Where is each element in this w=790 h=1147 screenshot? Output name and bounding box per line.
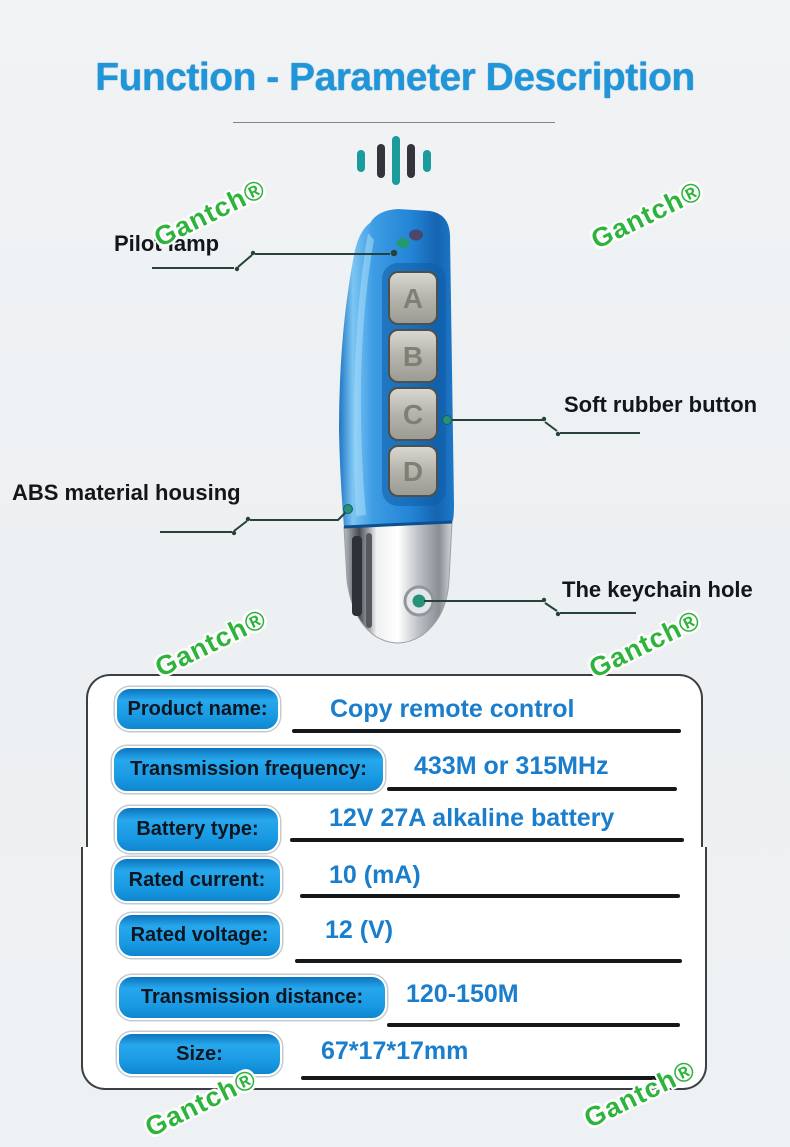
- spec-label: Battery type:: [136, 818, 259, 840]
- abs-housing-callout-line: [160, 504, 353, 536]
- title-divider: [233, 122, 555, 123]
- spec-underline: [300, 894, 680, 898]
- spec-label-pill: Size:: [117, 1032, 282, 1076]
- spec-value: 12 (V): [325, 916, 394, 944]
- spec-label-pill: Rated current:: [112, 857, 282, 903]
- page-title: Function - Parameter Description: [95, 56, 695, 99]
- spec-label: Size:: [176, 1042, 223, 1065]
- callout-lines: [152, 249, 640, 617]
- pilot-lamp-callout-line: [152, 249, 398, 272]
- spec-underline: [290, 838, 684, 842]
- button-a-label: A: [403, 283, 423, 314]
- spec-label: Transmission frequency:: [130, 758, 367, 780]
- button-d-rect: [388, 445, 438, 497]
- spec-underline: [295, 959, 682, 963]
- spec-label: Rated voltage:: [130, 924, 269, 946]
- spec-underline: [387, 1023, 680, 1027]
- spec-underline: [292, 729, 681, 733]
- spec-value: 67*17*17mm: [321, 1037, 469, 1065]
- remote-buttons: A B C D: [388, 271, 438, 497]
- pilot-lamp-led: [396, 238, 410, 248]
- spec-underline: [387, 787, 677, 791]
- spec-underline: [301, 1076, 675, 1080]
- button-b: [388, 329, 438, 383]
- remote-highlight: [353, 233, 374, 516]
- spec-label-pill: Battery type:: [115, 806, 280, 853]
- button-b-label: B: [403, 341, 423, 372]
- spec-label-pill: Rated voltage:: [117, 913, 282, 958]
- button-a: [388, 271, 438, 325]
- soft-rubber-callout-line: [442, 415, 640, 437]
- pilot-lamp-lens: [409, 229, 423, 241]
- keychain-hole-label: The keychain hole: [562, 577, 753, 602]
- keychain-hole-dot: [412, 594, 426, 608]
- spec-label-pill: Product name:: [115, 687, 280, 731]
- spec-label: Transmission distance:: [140, 986, 364, 1008]
- button-c-rect: [388, 387, 438, 441]
- signal-wave-icon: [357, 136, 431, 185]
- spec-value: Copy remote control: [330, 695, 575, 723]
- pilot-lamp-label: Pilot lamp: [114, 231, 220, 256]
- remote-control-image: A B C D: [339, 209, 454, 644]
- spec-value: 12V 27A alkaline battery: [329, 804, 615, 832]
- button-c-label: C: [403, 399, 423, 430]
- abs-housing-label: ABS material housing: [12, 480, 241, 505]
- spec-label: Rated current:: [128, 868, 266, 891]
- spec-label: Product name:: [127, 697, 268, 720]
- spec-label-pill: Transmission distance:: [117, 975, 387, 1020]
- spec-value: 10 (mA): [329, 861, 421, 889]
- keychain-callout-line: [424, 597, 636, 617]
- spec-value: 120-150M: [406, 980, 519, 1008]
- spec-label-pill: Transmission frequency:: [112, 746, 385, 793]
- button-d-label: D: [403, 456, 423, 487]
- spec-value: 433M or 315MHz: [414, 752, 609, 780]
- soft-rubber-button-label: Soft rubber button: [564, 392, 758, 417]
